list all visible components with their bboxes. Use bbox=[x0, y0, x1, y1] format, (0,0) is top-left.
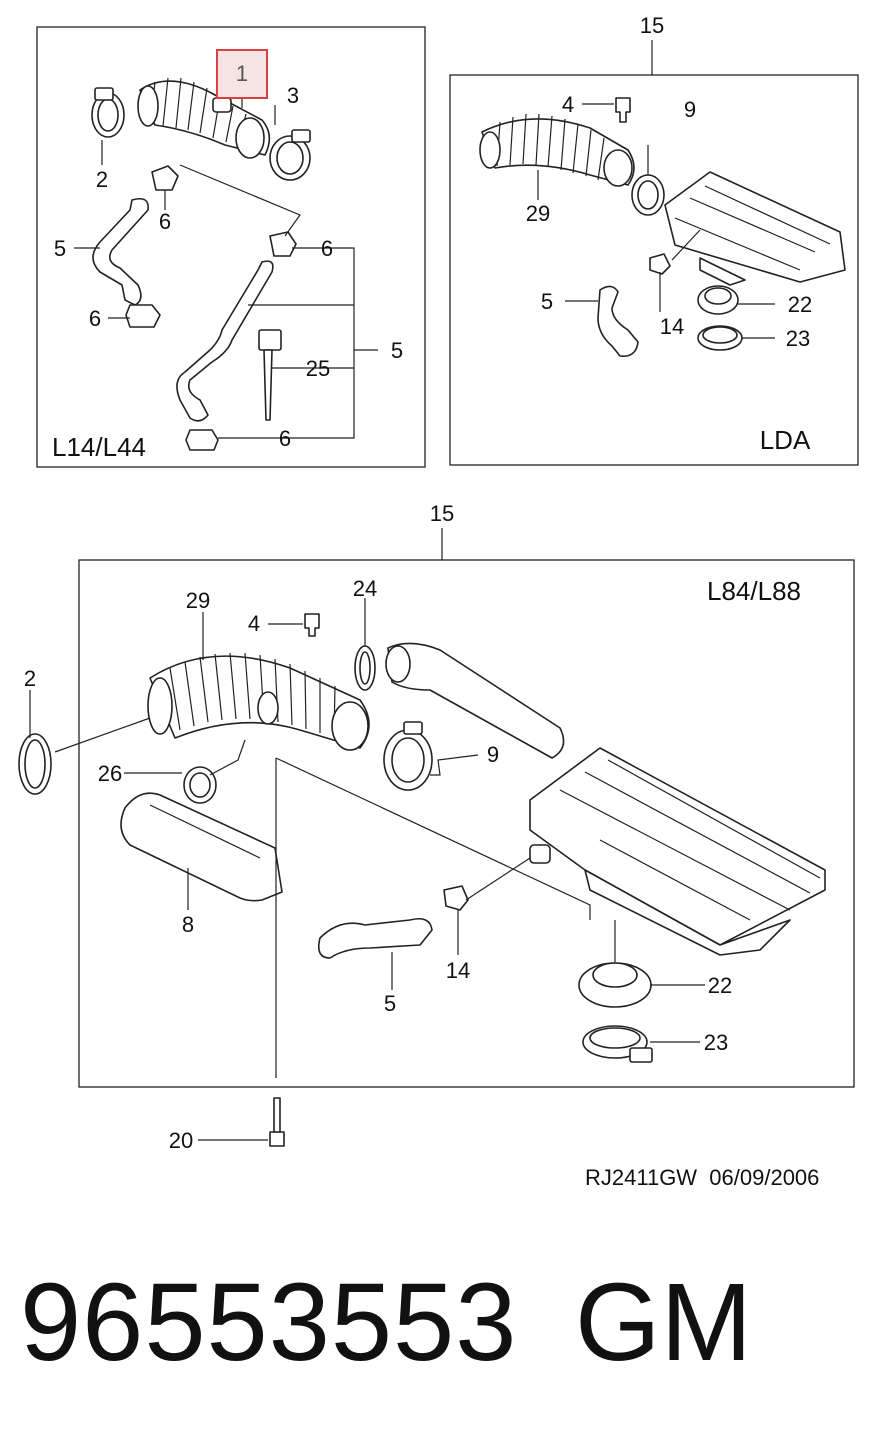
callout-29: 29 bbox=[186, 588, 210, 613]
clamp-part-24[interactable] bbox=[354, 645, 376, 691]
clamp-part-23[interactable] bbox=[582, 1025, 653, 1063]
callout-14: 14 bbox=[446, 958, 470, 983]
clamp-part-9[interactable] bbox=[383, 721, 433, 791]
leader-14-box bbox=[671, 229, 701, 261]
variant-label: L84/L88 bbox=[707, 576, 801, 606]
leader-hose-link bbox=[179, 164, 301, 237]
part-number: 96553553 bbox=[20, 1261, 518, 1384]
leader-2-link bbox=[54, 717, 151, 753]
callout-8: 8 bbox=[182, 912, 194, 937]
brand-name: GM bbox=[575, 1261, 753, 1384]
air-cleaner-box[interactable] bbox=[664, 171, 846, 286]
clip-part-6b[interactable] bbox=[125, 304, 161, 328]
callout-5b: 5 bbox=[391, 338, 403, 363]
panel-lda: 15 bbox=[449, 13, 859, 466]
callout-22: 22 bbox=[788, 292, 812, 317]
clamp-part-3[interactable] bbox=[269, 129, 311, 181]
small-hose-part-5[interactable] bbox=[317, 917, 433, 959]
callout-2: 2 bbox=[96, 167, 108, 192]
callout-5a: 5 bbox=[54, 236, 66, 261]
air-cleaner-box[interactable] bbox=[529, 747, 826, 956]
callout-29: 29 bbox=[526, 201, 550, 226]
variant-label: LDA bbox=[760, 425, 811, 455]
screw-part-4[interactable] bbox=[615, 97, 631, 123]
clamp-part-2[interactable] bbox=[18, 733, 52, 795]
callout-23: 23 bbox=[704, 1030, 728, 1055]
variant-label: L14/L44 bbox=[52, 432, 146, 462]
callout-15-bottom: 15 bbox=[430, 501, 454, 526]
seal-part-22[interactable] bbox=[578, 962, 652, 1008]
callout-23: 23 bbox=[786, 326, 810, 351]
callout-5: 5 bbox=[384, 991, 396, 1016]
clamp-part-2[interactable] bbox=[91, 87, 125, 138]
callout-22: 22 bbox=[708, 973, 732, 998]
panel-l84-l88: 15 bbox=[18, 501, 855, 1088]
leader-9 bbox=[430, 754, 479, 776]
small-hose-part-5[interactable] bbox=[597, 285, 639, 358]
callout-9: 9 bbox=[684, 97, 696, 122]
callout-3: 3 bbox=[287, 83, 299, 108]
callout-2: 2 bbox=[24, 666, 36, 691]
panel-frame bbox=[449, 74, 859, 466]
clamp-part-26[interactable] bbox=[183, 766, 217, 804]
drawing-code: RJ2411GW 06/09/2006 bbox=[585, 1165, 820, 1190]
clamp-part-9[interactable] bbox=[631, 174, 665, 216]
leader-box-link bbox=[275, 757, 591, 920]
clip-part-6a[interactable] bbox=[151, 165, 179, 191]
panel-frame bbox=[78, 559, 855, 1088]
callout-5: 5 bbox=[541, 289, 553, 314]
clip-part-14[interactable] bbox=[443, 885, 469, 911]
clip-part-14[interactable] bbox=[649, 253, 671, 275]
screw-part-4[interactable] bbox=[304, 613, 320, 637]
intake-hose-part-1[interactable] bbox=[137, 77, 271, 159]
callout-20: 20 bbox=[169, 1128, 193, 1153]
callout-26: 26 bbox=[98, 761, 122, 786]
callout-4: 4 bbox=[562, 92, 574, 117]
resonator-part-8[interactable] bbox=[120, 792, 283, 902]
callout-6a: 6 bbox=[159, 209, 171, 234]
clamp-part-23[interactable] bbox=[697, 325, 743, 351]
clip-part-6c[interactable] bbox=[269, 231, 297, 257]
callout-9: 9 bbox=[487, 742, 499, 767]
callout-25: 25 bbox=[306, 356, 330, 381]
clip-part-6d[interactable] bbox=[185, 429, 219, 451]
callout-6d: 6 bbox=[279, 426, 291, 451]
leader-bracket-6 bbox=[218, 247, 355, 439]
leader-14-box bbox=[465, 857, 531, 901]
tie-strap-part-25[interactable] bbox=[258, 329, 282, 421]
panel-frame bbox=[36, 26, 426, 468]
duct[interactable] bbox=[385, 642, 565, 759]
callout-4: 4 bbox=[248, 611, 260, 636]
callout-1: 1 bbox=[236, 61, 248, 86]
hose-part-29[interactable] bbox=[147, 652, 370, 751]
callout-24: 24 bbox=[353, 576, 377, 601]
hose-part-29[interactable] bbox=[479, 113, 635, 187]
callout-6b: 6 bbox=[89, 306, 101, 331]
callout-14: 14 bbox=[660, 314, 684, 339]
seal-part-22[interactable] bbox=[697, 285, 739, 315]
panel-l14-l44: 1 2 3 5 6 6 6 5 25 6 L14/L44 bbox=[36, 26, 426, 468]
highlight-box bbox=[216, 49, 268, 99]
leader-26-link bbox=[209, 739, 246, 776]
screw-part-20[interactable] bbox=[269, 1097, 285, 1147]
small-hose-part-5a[interactable] bbox=[92, 197, 149, 306]
callout-6c: 6 bbox=[321, 236, 333, 261]
callout-15-top: 15 bbox=[640, 13, 664, 38]
long-hose-part-5b[interactable] bbox=[176, 260, 274, 422]
